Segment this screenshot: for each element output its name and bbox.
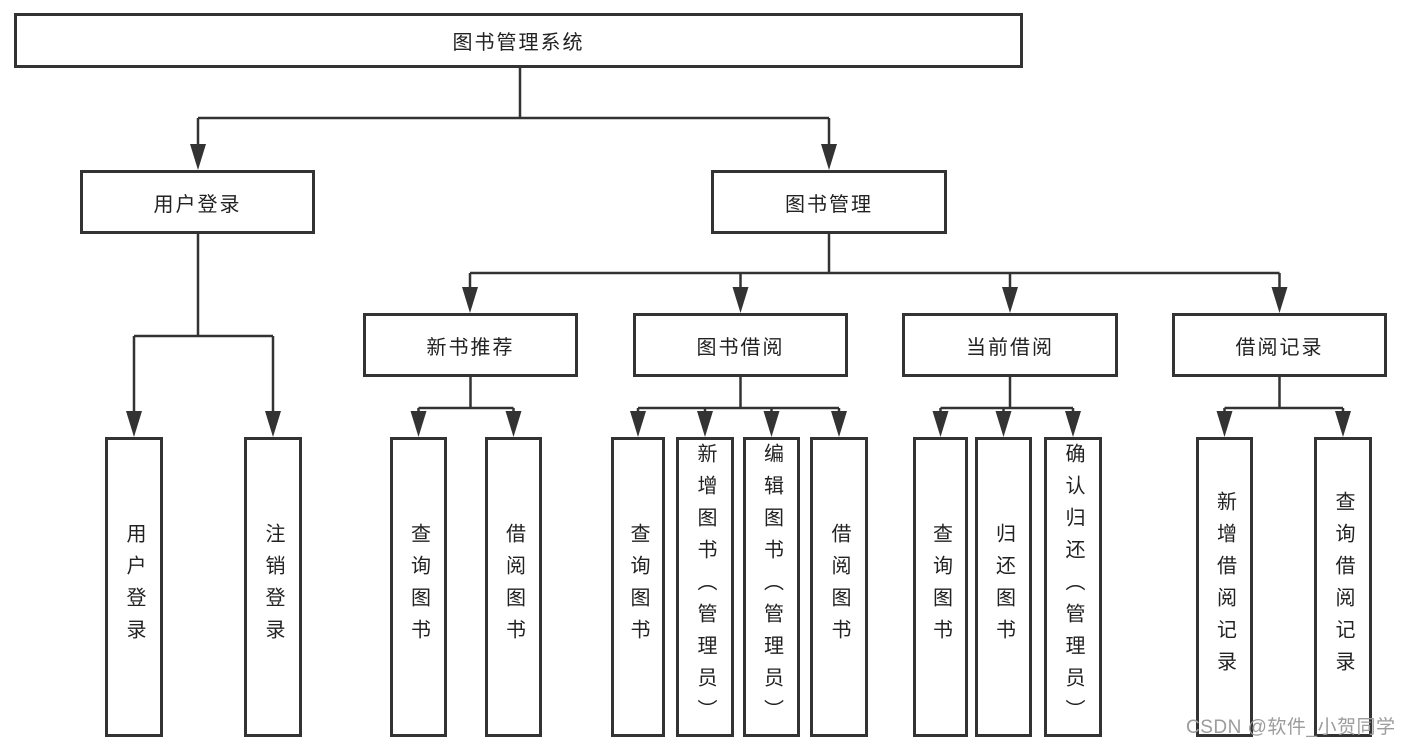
node-leaf-return-books-label: 归还图书 bbox=[992, 523, 1015, 651]
node-leaf-query-books-2: 查询图书 bbox=[611, 437, 665, 737]
node-borrowing-records-label: 借阅记录 bbox=[1235, 336, 1324, 359]
node-book-management-label: 图书管理 bbox=[785, 193, 873, 216]
arrowheads bbox=[126, 144, 1351, 437]
node-borrowing-records: 借阅记录 bbox=[1172, 313, 1387, 377]
node-leaf-logout-label: 注销登录 bbox=[262, 523, 284, 651]
node-new-book-recommend-label: 新书推荐 bbox=[426, 336, 515, 359]
csdn-watermark: CSDN @软件_小贺同学 bbox=[1186, 717, 1396, 738]
node-root: 图书管理系统 bbox=[14, 13, 1023, 68]
node-leaf-query-borrow-record: 查询借阅记录 bbox=[1314, 437, 1372, 737]
node-leaf-confirm-return-admin-label: 确认归还（管理员） bbox=[1062, 443, 1084, 731]
node-leaf-confirm-return-admin: 确认归还（管理员） bbox=[1044, 437, 1102, 737]
node-leaf-logout: 注销登录 bbox=[244, 437, 302, 737]
node-leaf-add-borrow-record-label: 新增借阅记录 bbox=[1213, 491, 1236, 683]
node-leaf-user-login: 用户登录 bbox=[105, 437, 163, 737]
node-new-book-recommend: 新书推荐 bbox=[363, 313, 578, 377]
node-leaf-query-books-3-label: 查询图书 bbox=[929, 523, 952, 651]
node-leaf-add-borrow-record: 新增借阅记录 bbox=[1196, 437, 1253, 737]
node-leaf-query-borrow-record-label: 查询借阅记录 bbox=[1332, 491, 1354, 683]
node-leaf-edit-books-admin: 编辑图书（管理员） bbox=[743, 437, 800, 737]
node-current-borrowing-label: 当前借阅 bbox=[966, 336, 1054, 359]
node-leaf-borrow-books-2-label: 借阅图书 bbox=[828, 523, 850, 651]
node-leaf-query-books-1: 查询图书 bbox=[390, 437, 447, 737]
node-book-borrowing: 图书借阅 bbox=[633, 313, 848, 377]
node-root-label: 图书管理系统 bbox=[452, 32, 585, 54]
node-leaf-query-books-3: 查询图书 bbox=[913, 437, 968, 737]
node-leaf-user-login-label: 用户登录 bbox=[123, 523, 145, 651]
node-leaf-borrow-books-1: 借阅图书 bbox=[485, 437, 542, 737]
node-user-login: 用户登录 bbox=[80, 170, 315, 234]
node-leaf-add-books-admin: 新增图书（管理员） bbox=[676, 437, 734, 737]
node-leaf-borrow-books-2: 借阅图书 bbox=[810, 437, 868, 737]
node-user-login-label: 用户登录 bbox=[153, 193, 242, 216]
node-leaf-add-books-admin-label: 新增图书（管理员） bbox=[694, 443, 716, 731]
node-leaf-borrow-books-1-label: 借阅图书 bbox=[502, 523, 525, 651]
node-book-borrowing-label: 图书借阅 bbox=[696, 336, 785, 359]
node-leaf-return-books: 归还图书 bbox=[975, 437, 1032, 737]
node-leaf-query-books-1-label: 查询图书 bbox=[407, 523, 430, 651]
node-leaf-query-books-2-label: 查询图书 bbox=[627, 523, 649, 651]
node-leaf-edit-books-admin-label: 编辑图书（管理员） bbox=[760, 443, 783, 731]
node-current-borrowing: 当前借阅 bbox=[902, 313, 1118, 377]
node-book-management: 图书管理 bbox=[711, 170, 947, 234]
